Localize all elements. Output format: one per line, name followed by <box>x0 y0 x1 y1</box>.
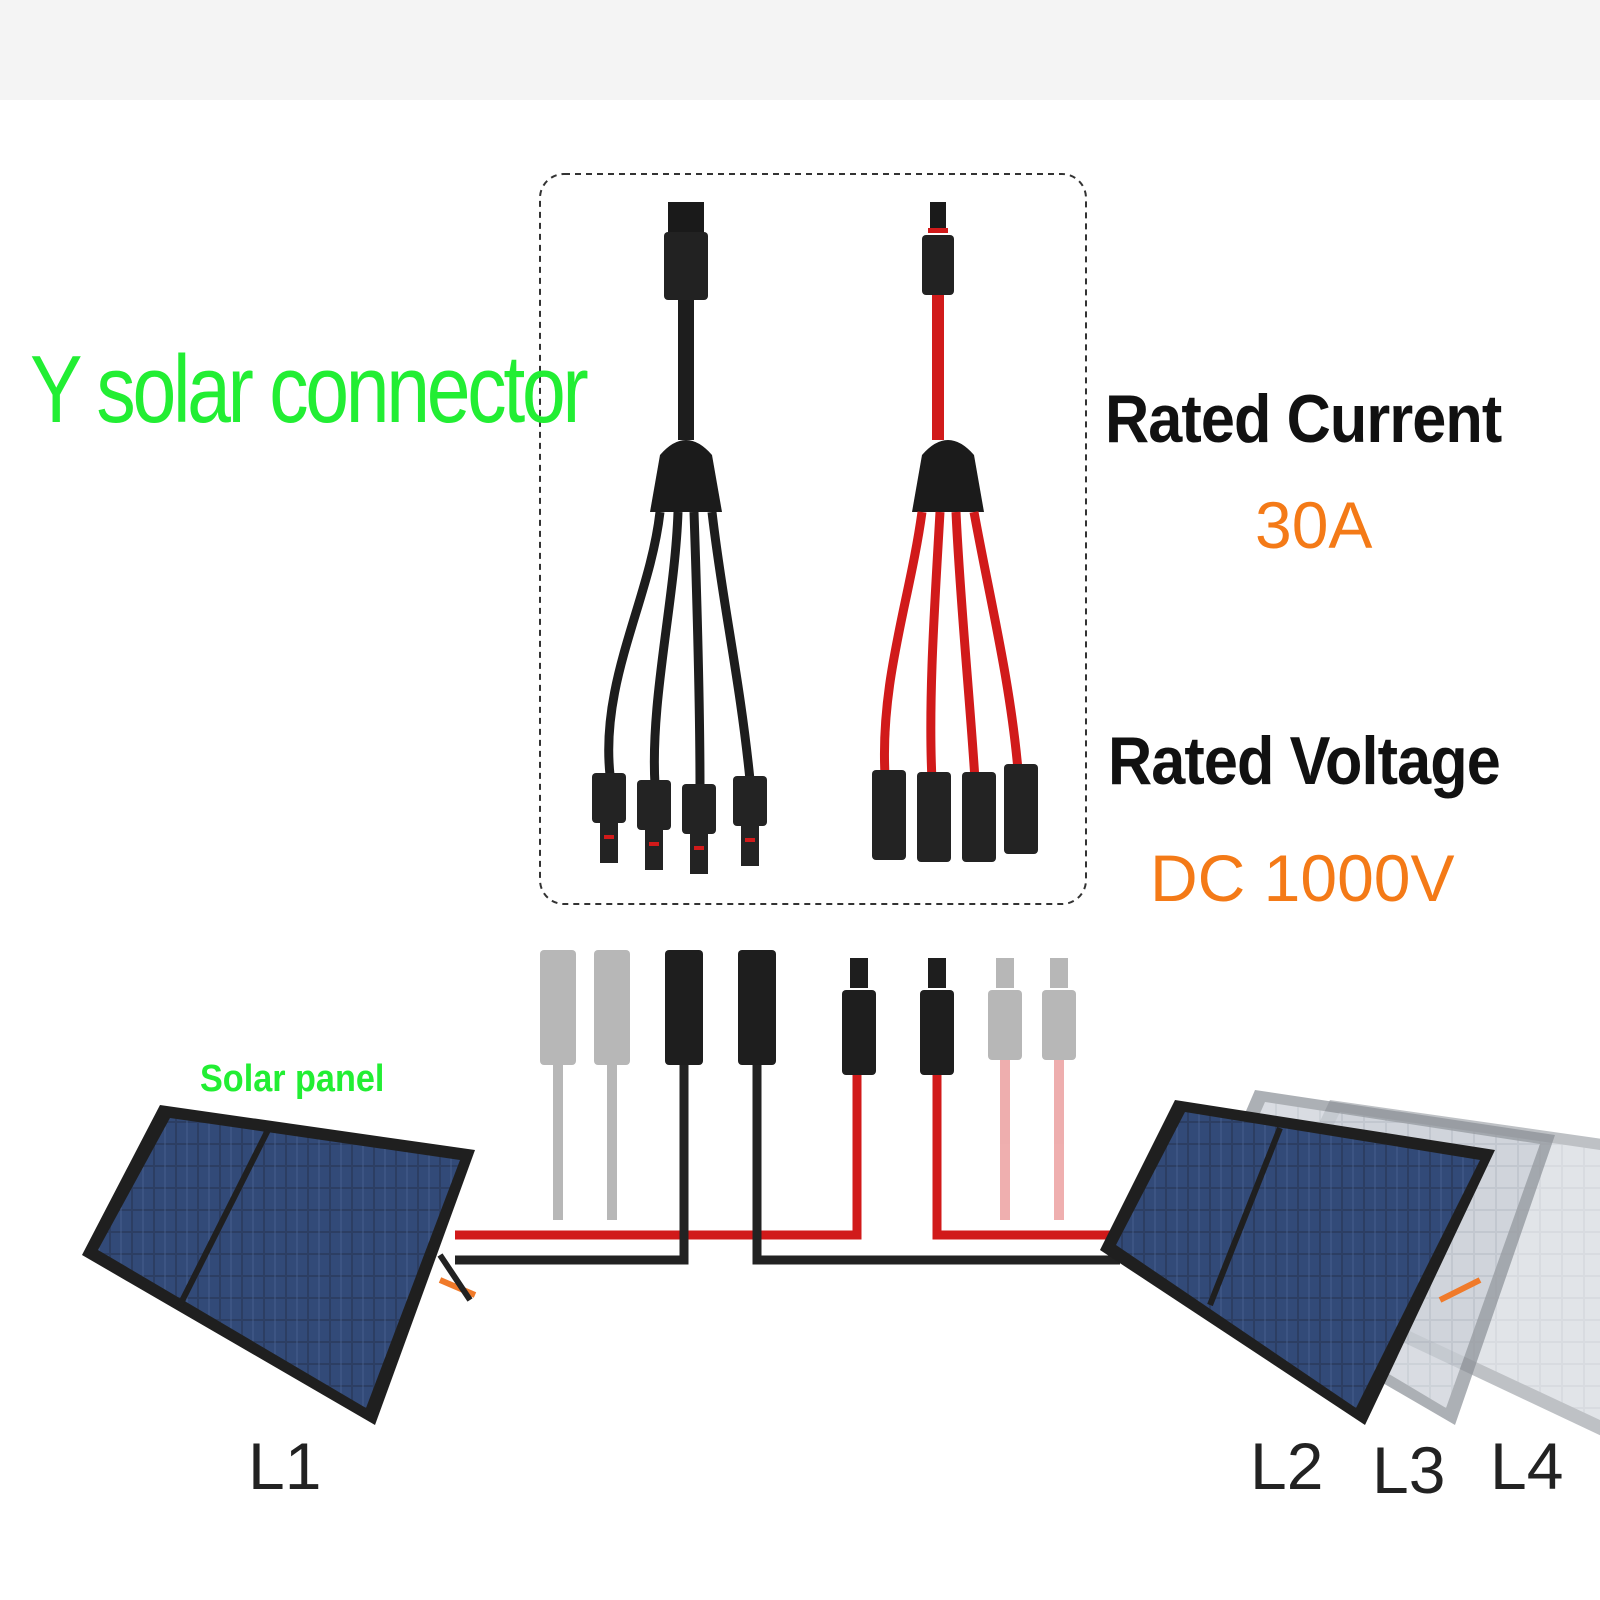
panel-label-l3: L3 <box>1372 1433 1446 1507</box>
solar-panel-l2 <box>1100 1100 1495 1425</box>
panel-label-l2: L2 <box>1250 1429 1324 1503</box>
red-y-connector <box>872 202 1038 862</box>
black-y-connector <box>592 202 767 874</box>
panel-label-l1: L1 <box>248 1429 322 1503</box>
rated-voltage-label: Rated Voltage <box>1108 723 1501 799</box>
rated-voltage-value: DC 1000V <box>1150 841 1455 915</box>
rated-current-label: Rated Current <box>1105 381 1502 457</box>
solar-panel-l1 <box>82 1105 477 1425</box>
cables <box>455 1065 1120 1265</box>
diagram-title: Y solar connector <box>30 336 589 443</box>
panel-label-l4: L4 <box>1490 1429 1564 1503</box>
rated-current-value: 30A <box>1255 488 1373 562</box>
solar-panel-label: Solar panel <box>200 1058 385 1100</box>
loose-connectors <box>540 950 1076 1220</box>
